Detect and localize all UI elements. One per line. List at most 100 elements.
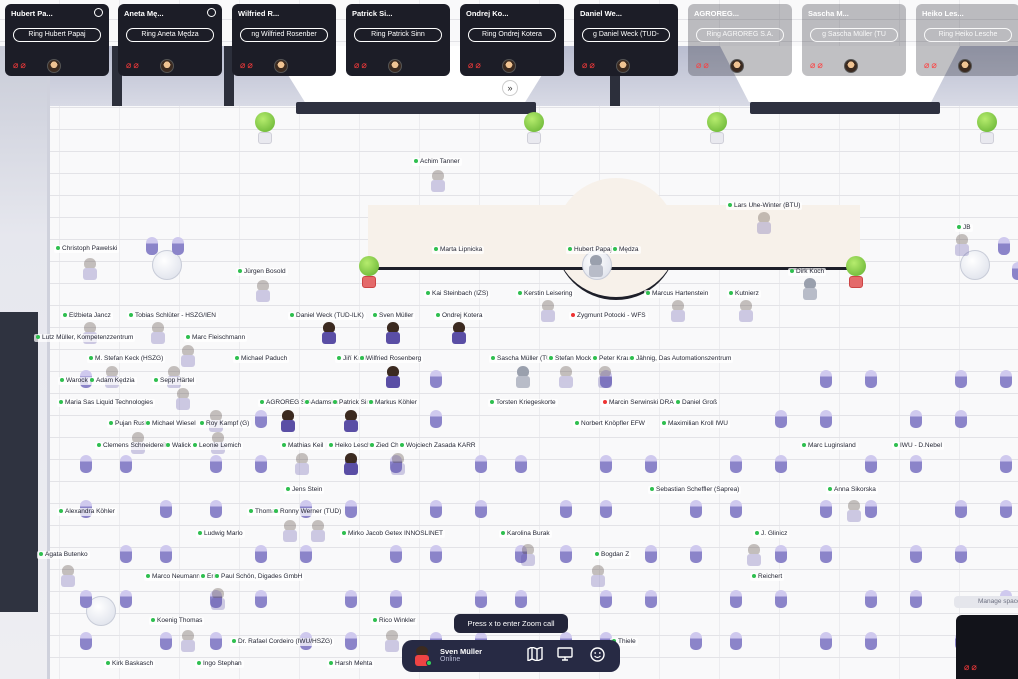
participant-tile[interactable]: Wilfried R...ng Wilfried Rosenber⌀⌀: [232, 4, 336, 76]
participant-tile[interactable]: Sascha M...g Sascha Müller (TU⌀⌀: [802, 4, 906, 76]
map-user-label[interactable]: Ludwig Marlo: [196, 530, 245, 538]
user-avatar-sprite[interactable]: [520, 544, 536, 566]
map-user-label[interactable]: Stefan Mock: [547, 355, 594, 363]
map-user-label[interactable]: Kerstin Leisering: [516, 290, 575, 298]
map-user-label[interactable]: Thomas: [247, 508, 281, 516]
map-user-label[interactable]: Lutz Müller, Kompetenzzentrum: [34, 334, 136, 342]
map-user-label[interactable]: Leonie Lemich: [191, 442, 244, 450]
map-user-label[interactable]: Agata Butenko: [37, 551, 90, 559]
user-avatar-sprite[interactable]: [280, 410, 296, 432]
map-user-label[interactable]: Karolina Burak: [499, 530, 552, 538]
map-user-label[interactable]: Jürgen Bosold: [236, 268, 288, 276]
mic-muted-icon[interactable]: ⌀⌀: [964, 662, 979, 672]
ring-participant-button[interactable]: g Daniel Weck (TUD-: [582, 28, 670, 42]
map-user-label[interactable]: Sebastian Scheffler (Saprea): [648, 486, 742, 494]
ring-participant-button[interactable]: Ring Patrick Sinn: [354, 28, 442, 42]
user-avatar-sprite[interactable]: [451, 322, 467, 344]
user-avatar-sprite[interactable]: [746, 544, 762, 566]
map-user-label[interactable]: Patrick Sinn: [331, 399, 376, 407]
emoji-icon[interactable]: [588, 647, 606, 665]
map-user-label[interactable]: Alexandra Köhler: [57, 508, 117, 516]
participant-tile[interactable]: Patrick Si...Ring Patrick Sinn⌀⌀: [346, 4, 450, 76]
user-avatar-sprite[interactable]: [255, 280, 271, 302]
user-avatar-sprite[interactable]: [321, 322, 337, 344]
user-avatar-sprite[interactable]: [515, 366, 531, 388]
user-avatar-sprite[interactable]: [756, 212, 772, 234]
participant-tile[interactable]: Daniel We...g Daniel Weck (TUD-⌀⌀: [574, 4, 678, 76]
map-user-label[interactable]: Zygmunt Potocki - WFS: [569, 312, 648, 320]
map-user-label[interactable]: Heiko Lesche: [327, 442, 377, 450]
ring-participant-button[interactable]: g Sascha Müller (TU: [810, 28, 898, 42]
user-avatar-sprite[interactable]: [738, 300, 754, 322]
map-user-label[interactable]: Jens Stein: [284, 486, 325, 494]
map-user-label[interactable]: Maria Sas Liquid Technologies: [57, 399, 156, 407]
map-user-label[interactable]: Sven Müller: [371, 312, 416, 320]
participant-tile[interactable]: Ondrej Ko...Ring Ondrej Kotera⌀⌀: [460, 4, 564, 76]
map-user-label[interactable]: Jähnig, Das Automationszentrum: [628, 355, 734, 363]
map-user-label[interactable]: M. Stefan Keck (HSZG): [87, 355, 166, 363]
ring-participant-button[interactable]: Ring Hubert Papaj: [13, 28, 101, 42]
map-user-label[interactable]: Marc Fleischmann: [184, 334, 248, 342]
map-user-label[interactable]: Achim Tanner: [412, 158, 462, 166]
user-status[interactable]: Online: [440, 656, 461, 663]
participant-tile[interactable]: Aneta Mę...Ring Aneta Mędza⌀⌀: [118, 4, 222, 76]
map-user-label[interactable]: Walick: [164, 442, 193, 450]
map-user-label[interactable]: Ingo Stephan: [195, 660, 244, 668]
map-user-label[interactable]: Hubert Papaj: [566, 246, 614, 254]
user-avatar-sprite[interactable]: [310, 520, 326, 542]
user-avatar-sprite[interactable]: [588, 255, 604, 277]
user-avatar-sprite[interactable]: [150, 322, 166, 344]
participant-tile[interactable]: AGROREG...Ring AGROREG S.A.⌀⌀: [688, 4, 792, 76]
map-user-label[interactable]: Daniel Groß: [674, 399, 720, 407]
map-user-label[interactable]: Mędza: [611, 246, 641, 254]
map-user-label[interactable]: Adam Kędzia: [88, 377, 137, 385]
map-user-label[interactable]: Adamska: [303, 399, 341, 407]
map-user-label[interactable]: Ronny Werner (TUD): [272, 508, 344, 516]
user-avatar-sprite[interactable]: [294, 453, 310, 475]
map-user-label[interactable]: Rico Winkler: [371, 617, 418, 625]
map-user-label[interactable]: Michael Wiesel: [144, 420, 198, 428]
map-user-label[interactable]: Mathias Keil: [280, 442, 326, 450]
map-user-label[interactable]: Marcus Hartenstein: [644, 290, 711, 298]
map-user-label[interactable]: Marta Lipnicka: [432, 246, 485, 254]
map-user-label[interactable]: Sascha Müller (TU: [489, 355, 553, 363]
user-avatar-sprite[interactable]: [802, 278, 818, 300]
user-avatar-sprite[interactable]: [282, 520, 298, 542]
ring-participant-button[interactable]: Ring Ondrej Kotera: [468, 28, 556, 42]
map-user-label[interactable]: Kai Steinbach (IZS): [424, 290, 491, 298]
map-user-label[interactable]: Ondrej Kotera: [434, 312, 485, 320]
user-avatar-sprite[interactable]: [175, 388, 191, 410]
map-user-label[interactable]: Markus Köhler: [367, 399, 419, 407]
map-user-label[interactable]: Daniel Weck (TUD-ILK): [288, 312, 366, 320]
map-user-label[interactable]: Michael Paduch: [233, 355, 290, 363]
user-avatar-sprite[interactable]: [590, 565, 606, 587]
map-user-label[interactable]: Kutnierz: [727, 290, 761, 298]
map-user-label[interactable]: Harsh Mehta: [327, 660, 375, 668]
map-user-label[interactable]: Roy Kampf (G): [198, 420, 252, 428]
self-video-tile[interactable]: ⌀⌀: [956, 615, 1018, 679]
user-avatar-sprite[interactable]: [846, 500, 862, 522]
map-user-label[interactable]: Reichert: [750, 573, 785, 581]
map-user-label[interactable]: Anna Sikorska: [826, 486, 878, 494]
map-user-label[interactable]: Mirko Jacob Getex INNOSLINET: [340, 530, 445, 538]
map-user-label[interactable]: JB: [955, 224, 973, 232]
map-icon[interactable]: [526, 645, 544, 665]
map-user-label[interactable]: Wojciech Zasada KARR: [398, 442, 478, 450]
screen-share-icon[interactable]: [556, 647, 574, 665]
user-avatar-sprite[interactable]: [180, 630, 196, 652]
user-avatar-sprite[interactable]: [343, 453, 359, 475]
user-avatar-sprite[interactable]: [210, 588, 226, 610]
map-user-label[interactable]: IWU - D.Nebel: [892, 442, 944, 450]
map-user-label[interactable]: Koenig Thomas: [149, 617, 205, 625]
map-user-label[interactable]: Pujan Rusk: [107, 420, 151, 428]
map-user-label[interactable]: Bogdan Z: [593, 551, 632, 559]
user-avatar-sprite[interactable]: [82, 258, 98, 280]
user-avatar-sprite[interactable]: [385, 322, 401, 344]
user-avatar-sprite[interactable]: [540, 300, 556, 322]
map-user-label[interactable]: Paul Schön, Digades GmbH: [213, 573, 305, 581]
map-user-label[interactable]: Sepp Härtel: [152, 377, 197, 385]
map-user-label[interactable]: Marcin Serwinski DRA: [601, 399, 676, 407]
map-user-label[interactable]: Lars Uhe-Winter (BTU): [726, 202, 803, 210]
user-avatar-sprite[interactable]: [180, 345, 196, 367]
